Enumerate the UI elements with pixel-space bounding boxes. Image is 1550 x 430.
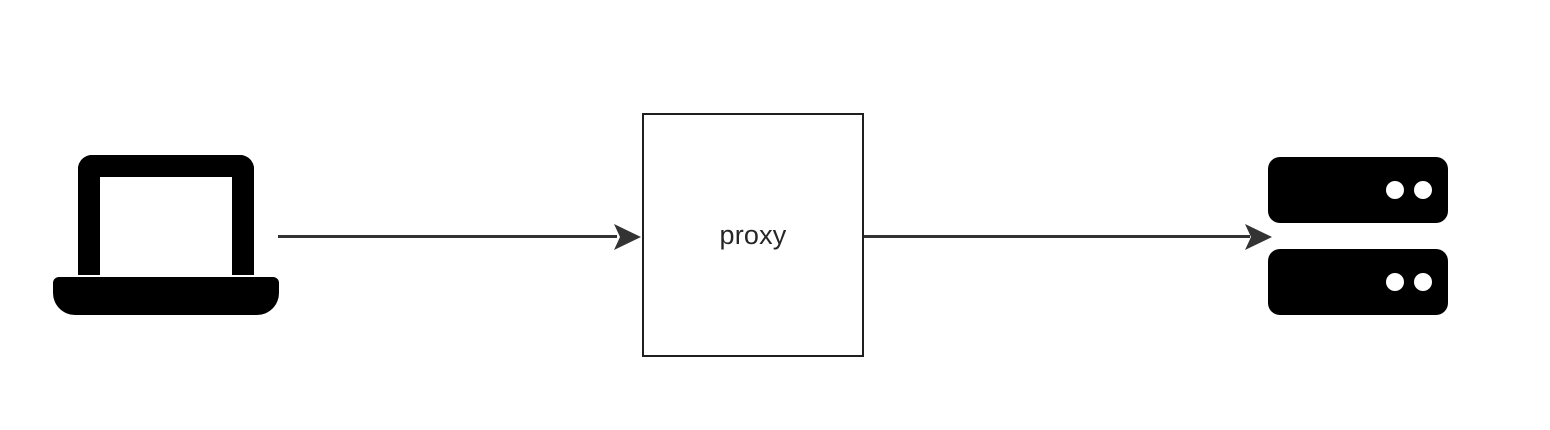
server-led-icon bbox=[1386, 273, 1404, 291]
laptop-base-icon bbox=[53, 277, 279, 315]
server-led-icon bbox=[1386, 181, 1404, 199]
server-rack-top-icon bbox=[1268, 157, 1448, 223]
node-server[interactable] bbox=[1268, 157, 1448, 315]
edge-client-proxy-line bbox=[278, 235, 617, 238]
node-proxy-label: proxy bbox=[719, 219, 787, 250]
server-led-icon bbox=[1414, 273, 1432, 291]
laptop-screen-icon bbox=[78, 155, 254, 275]
edge-proxy-server-arrowhead-icon bbox=[1243, 223, 1273, 251]
server-led-icon bbox=[1414, 181, 1432, 199]
edge-client-proxy-arrowhead-icon bbox=[612, 223, 642, 251]
node-client-laptop[interactable] bbox=[53, 155, 279, 315]
edge-proxy-server-line bbox=[864, 235, 1250, 238]
server-rack-bottom-icon bbox=[1268, 249, 1448, 315]
node-proxy-box[interactable]: proxy bbox=[642, 113, 864, 357]
